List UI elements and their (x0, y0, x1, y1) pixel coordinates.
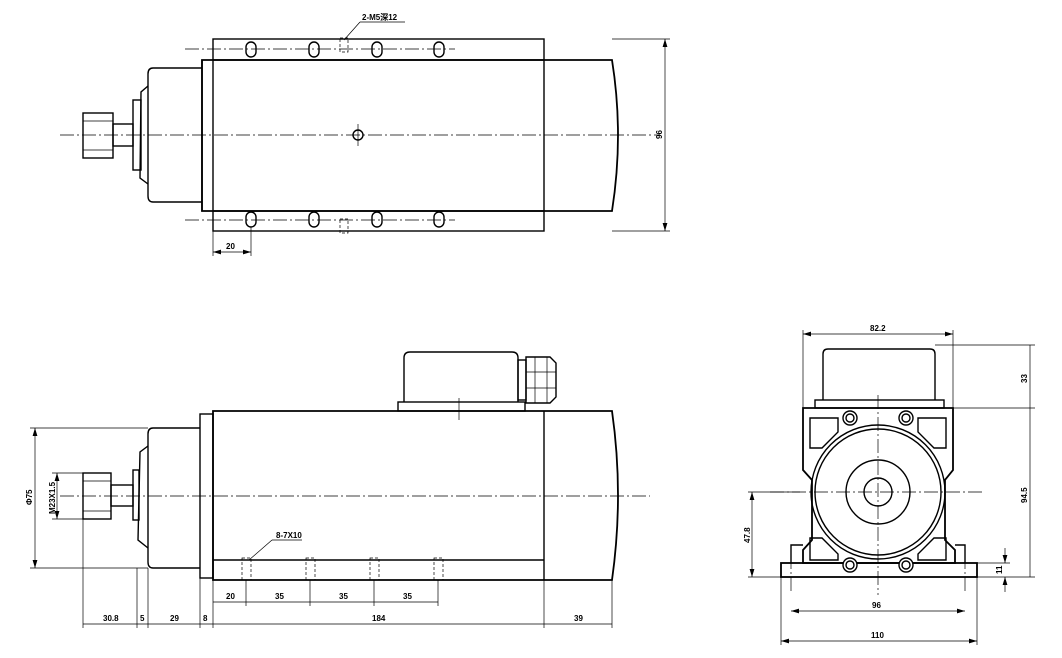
side-view: 82.2 33 94.5 11 47.8 96 110 (743, 324, 1035, 645)
front-cap-length: 29 (170, 614, 179, 623)
side-base-thickness: 11 (995, 565, 1004, 574)
top-view: 2-M5深12 96 20 (60, 12, 670, 256)
front-pitch-1: 35 (275, 592, 284, 601)
side-center-height: 47.8 (743, 527, 752, 543)
front-pitch-3: 35 (403, 592, 412, 601)
side-base (780, 562, 978, 578)
front-box-base (397, 401, 526, 412)
front-motor-body (212, 410, 619, 581)
front-cable-gland (525, 356, 557, 404)
front-collar-length: 5 (140, 614, 145, 623)
side-bolt-holes (842, 410, 914, 573)
front-hole-offset: 20 (226, 592, 235, 601)
front-nose-length: 30.8 (103, 614, 119, 623)
front-hole-note: 8-7X10 (276, 531, 302, 540)
top-offset-dim: 20 (226, 242, 235, 251)
top-collet-nut (82, 112, 114, 159)
top-slots-lower (245, 211, 445, 228)
top-thread-note: 2-M5深12 (362, 12, 398, 22)
side-junction-box (822, 348, 936, 400)
front-hidden-holes (241, 557, 444, 581)
front-pitch-2: 35 (339, 592, 348, 601)
side-box-height: 33 (1020, 374, 1029, 383)
side-top-width: 82.2 (870, 324, 886, 333)
front-step-length: 8 (203, 614, 208, 623)
side-base-width: 110 (871, 631, 884, 640)
front-body-length: 184 (372, 614, 386, 623)
front-tail-length: 39 (574, 614, 583, 623)
side-hole-span: 96 (872, 601, 881, 610)
front-diameter-dim: Φ75 (25, 489, 34, 505)
front-view: 8-7X10 20 35 35 35 30.8 5 29 8 184 39 Φ7… (25, 351, 650, 628)
top-motor-body (201, 59, 619, 212)
top-height-dim: 96 (655, 130, 664, 139)
front-junction-box (403, 351, 519, 402)
top-slots-upper (245, 41, 445, 58)
front-thread-dim: M23X1.5 (48, 481, 57, 514)
side-overall-height: 94.5 (1020, 487, 1029, 503)
